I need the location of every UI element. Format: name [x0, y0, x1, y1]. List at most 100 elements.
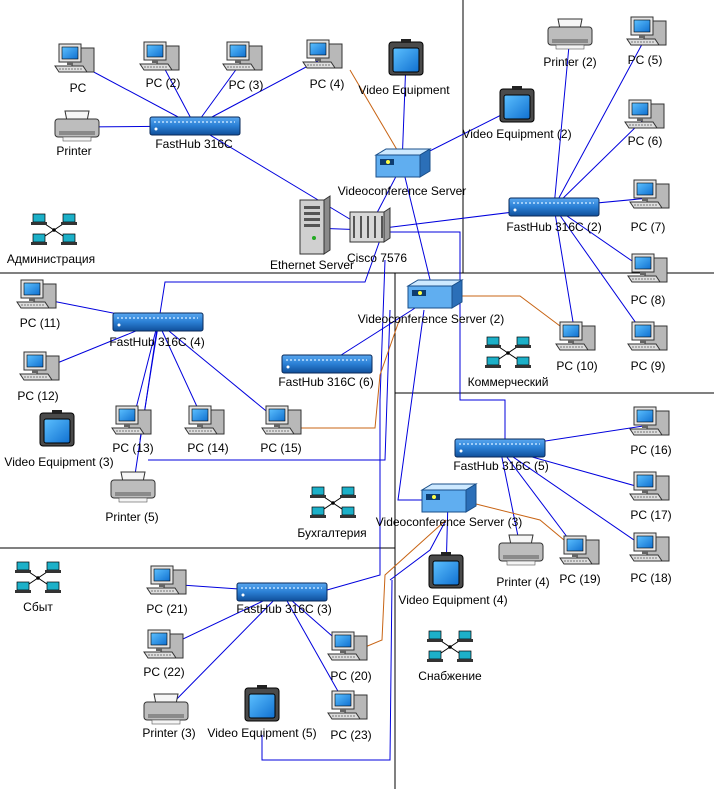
lan-link-5: [389, 519, 447, 581]
device-label: FastHub 316C (3): [236, 602, 331, 616]
printer-icon: [547, 18, 593, 50]
device-label: Videoconference Server: [338, 184, 467, 198]
pc-icon: [629, 532, 670, 562]
device-hub1[interactable]: FastHub 316C: [149, 116, 241, 151]
device-pc20[interactable]: PC (20): [327, 631, 372, 683]
pc-icon: [146, 565, 187, 595]
device-hub6[interactable]: FastHub 316C (6): [278, 354, 374, 389]
device-label: Video Equipment (2): [462, 127, 571, 141]
device-pc7[interactable]: PC (7): [629, 179, 670, 234]
pc-icon: [627, 321, 668, 351]
device-vcs2[interactable]: Videoconference Server (2): [358, 279, 505, 326]
vcs-icon: [374, 148, 432, 178]
hub-icon: [112, 312, 204, 332]
link-hub1-cisco: [194, 125, 369, 231]
device-label: Video Equipment (5): [207, 726, 316, 740]
hub-icon: [281, 354, 373, 374]
pc-icon: [624, 99, 665, 129]
device-label: PC (15): [260, 441, 301, 455]
device-ve1[interactable]: Video Equipment: [358, 39, 450, 97]
device-label: FastHub 316C (5): [453, 459, 548, 473]
device-vcs3[interactable]: Videoconference Server (3): [376, 483, 523, 529]
device-pr1[interactable]: Printer: [54, 110, 100, 158]
device-pc21[interactable]: PC (21): [146, 565, 188, 616]
device-label: PC (6): [628, 134, 663, 148]
pc-icon: [629, 471, 670, 501]
device-pc14[interactable]: PC (14): [184, 405, 229, 455]
device-pc17[interactable]: PC (17): [629, 471, 672, 522]
workgroup-icon: [485, 336, 531, 368]
hub-icon: [454, 438, 546, 458]
device-pr4[interactable]: Printer (4): [496, 534, 550, 589]
device-pc9[interactable]: PC (9): [627, 321, 668, 373]
pc-icon: [184, 405, 225, 435]
device-pc4[interactable]: PC (4): [302, 39, 345, 91]
hub-icon: [236, 582, 328, 602]
device-label: PC (4): [310, 77, 345, 91]
device-hub2[interactable]: FastHub 316C (2): [506, 197, 602, 234]
video-link-7: [349, 69, 404, 161]
device-pr3[interactable]: Printer (3): [142, 693, 196, 740]
pc-icon: [559, 535, 600, 565]
device-label: Video Equipment (4): [398, 593, 507, 607]
lan-link-6: [261, 579, 393, 761]
department-commercial: Коммерческий: [468, 336, 548, 389]
link-ve1-vcs1: [401, 59, 407, 166]
device-label: PC (10): [556, 359, 597, 373]
pc-icon: [16, 279, 57, 309]
device-ve2[interactable]: Video Equipment (2): [462, 86, 572, 141]
device-es[interactable]: Ethernet Server: [270, 195, 354, 272]
device-pc2[interactable]: PC (2): [139, 41, 180, 90]
video-icon: [428, 552, 464, 589]
device-label: FastHub 316C: [155, 137, 233, 151]
device-pc8[interactable]: PC (8): [627, 253, 668, 307]
video-icon: [499, 86, 535, 123]
device-label: Printer (3): [142, 726, 195, 740]
lan-link-4: [319, 259, 386, 593]
video-icon: [244, 685, 280, 722]
device-label: PC (23): [330, 728, 371, 742]
department-label: Сбыт: [23, 600, 53, 614]
device-hub5[interactable]: FastHub 316C (5): [453, 438, 549, 473]
device-pc10[interactable]: PC (10): [555, 321, 598, 373]
device-pc6[interactable]: PC (6): [624, 99, 665, 148]
device-label: FastHub 316C (4): [109, 335, 204, 349]
hub-icon: [508, 197, 600, 217]
device-label: PC (14): [187, 441, 228, 455]
device-pc12[interactable]: PC (12): [17, 351, 60, 403]
device-pr2[interactable]: Printer (2): [543, 18, 597, 69]
device-ve3[interactable]: Video Equipment (3): [4, 410, 114, 469]
device-pc15[interactable]: PC (15): [260, 405, 302, 455]
device-label: PC (3): [229, 78, 264, 92]
department-supply: Снабжение: [418, 630, 482, 683]
device-ve4[interactable]: Video Equipment (4): [398, 552, 508, 607]
device-pc5[interactable]: PC (5): [626, 16, 667, 67]
device-label: PC (20): [330, 669, 371, 683]
device-hub3[interactable]: FastHub 316C (3): [236, 582, 332, 616]
video-icon: [39, 410, 75, 447]
device-pr5[interactable]: Printer (5): [105, 471, 159, 524]
device-pc11[interactable]: PC (11): [16, 279, 60, 330]
device-pc18[interactable]: PC (18): [629, 532, 672, 585]
device-pc3[interactable]: PC (3): [222, 41, 264, 92]
device-pc16[interactable]: PC (16): [629, 406, 672, 457]
pc-icon: [327, 631, 368, 661]
device-cisco[interactable]: Cisco 7576: [347, 207, 407, 265]
device-pc23[interactable]: PC (23): [327, 690, 372, 742]
device-pc19[interactable]: PC (19): [559, 535, 601, 586]
device-pc22[interactable]: PC (22): [143, 629, 185, 679]
device-ve5[interactable]: Video Equipment (5): [207, 685, 317, 740]
device-vcs1[interactable]: Videoconference Server: [338, 148, 467, 198]
device-label: PC (13): [112, 441, 153, 455]
device-label: PC (22): [143, 665, 184, 679]
device-hub4[interactable]: FastHub 316C (4): [109, 312, 205, 349]
device-label: Videoconference Server (2): [358, 312, 505, 326]
department-admin: Администрация: [7, 213, 95, 266]
device-pc13[interactable]: PC (13): [111, 405, 154, 455]
device-label: Ethernet Server: [270, 258, 354, 272]
device-pc1[interactable]: PC: [54, 43, 95, 95]
device-label: FastHub 316C (6): [278, 375, 373, 389]
link-pc1-hub1: [74, 61, 196, 127]
printer-icon: [498, 534, 544, 566]
link-pc15-hub4: [157, 321, 283, 425]
